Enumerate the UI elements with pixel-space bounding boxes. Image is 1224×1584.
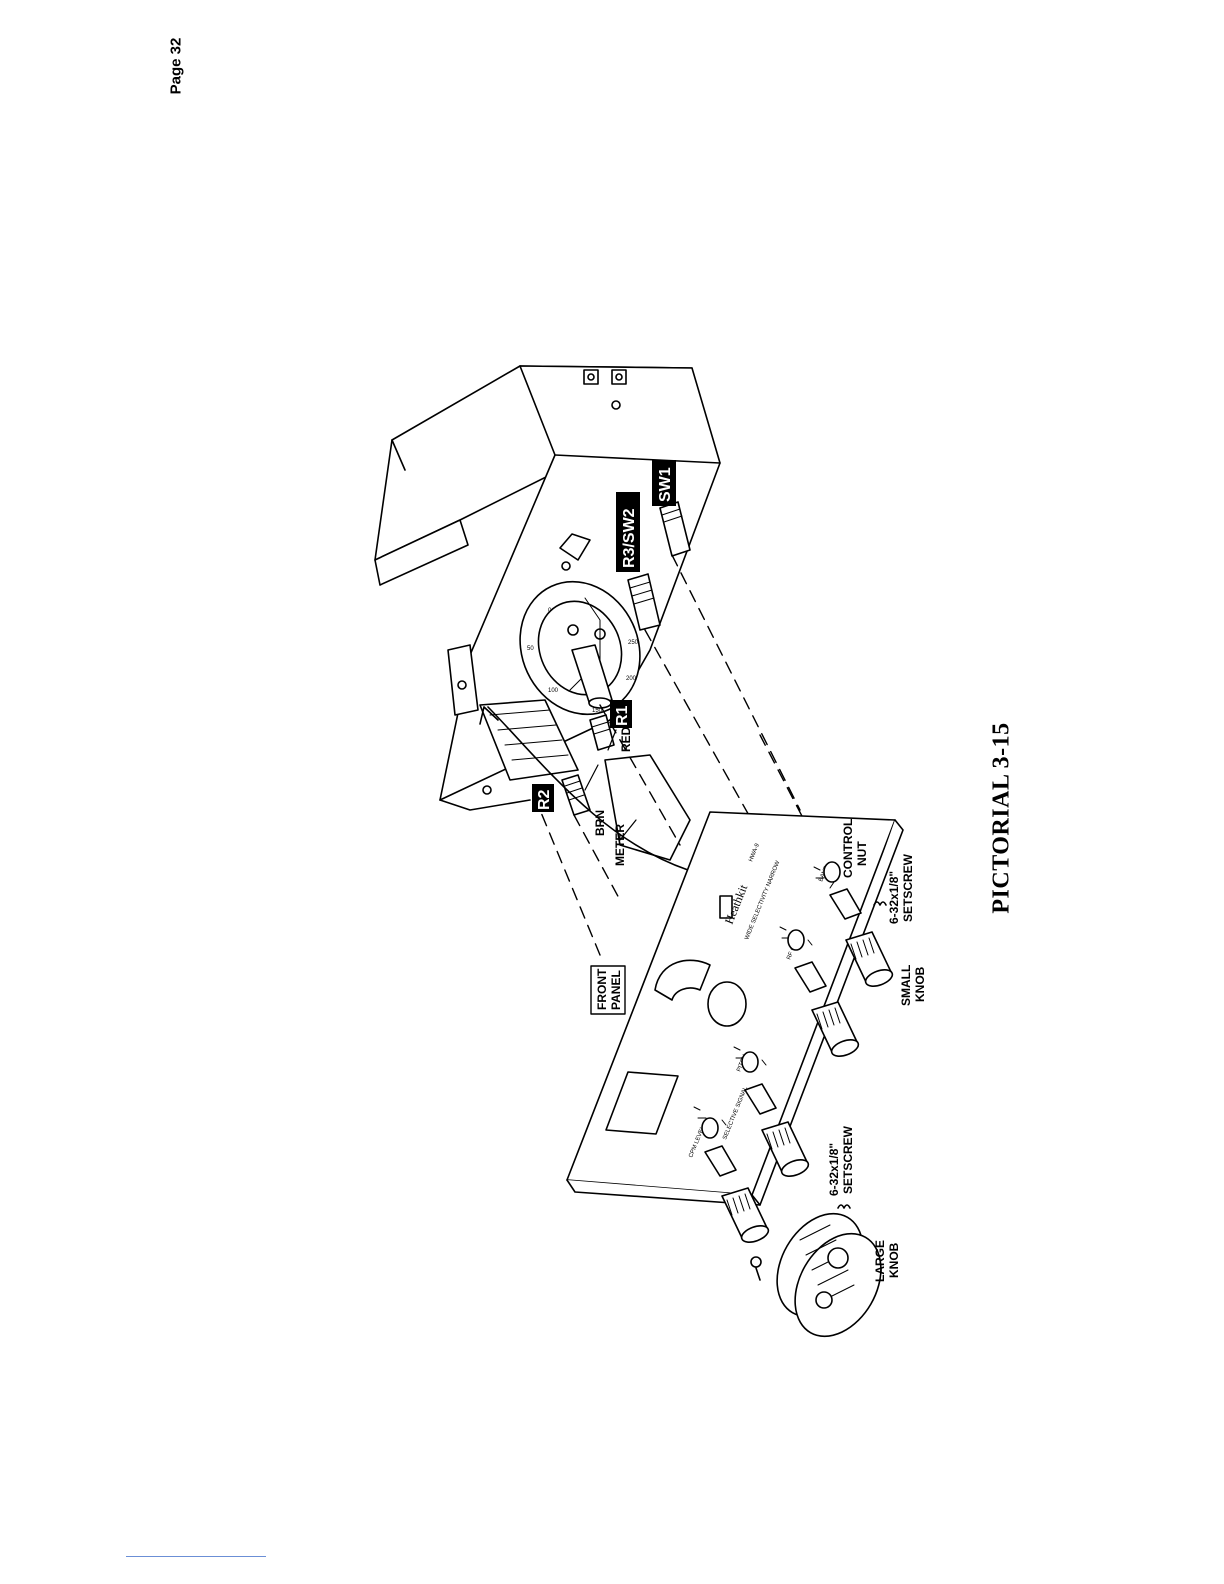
callout-control: CONTROL (841, 819, 855, 878)
dial-tick-200: 200 (626, 676, 637, 682)
callout-sw1: SW1 (657, 467, 674, 502)
callout-setscrew-large-size: 6-32x1/8" (827, 1143, 841, 1196)
callout-setscrew-small-size: 6-32x1/8" (887, 871, 901, 924)
dial-tick-150: 150 (592, 708, 603, 714)
callout-front: FRONT (595, 968, 609, 1010)
dial-tick-250: 250 (628, 640, 639, 646)
callout-small: SMALL (899, 965, 913, 1006)
callout-r3-sw2: R3/SW2 (621, 508, 638, 568)
callout-panel: PANEL (609, 970, 623, 1010)
footer-rule (126, 1556, 266, 1557)
dial-tick-50: 50 (527, 646, 534, 652)
figure-caption: PICTORIAL 3-15 (989, 722, 1016, 913)
callout-knob-large: KNOB (887, 1242, 901, 1278)
callout-setscrew-small: SETSCREW (901, 853, 915, 922)
callout-large: LARGE (873, 1240, 887, 1282)
callout-knob-small: KNOB (913, 966, 927, 1002)
callout-setscrew-large: SETSCREW (841, 1125, 855, 1194)
callout-red: RED (619, 726, 633, 752)
dial-tick-100: 100 (548, 688, 559, 694)
callout-meter: METER (613, 824, 627, 866)
callout-r1: R1 (614, 705, 631, 726)
callout-nut: NUT (855, 841, 869, 866)
callout-brn: BRN (593, 810, 607, 836)
callout-r2: R2 (536, 789, 553, 810)
